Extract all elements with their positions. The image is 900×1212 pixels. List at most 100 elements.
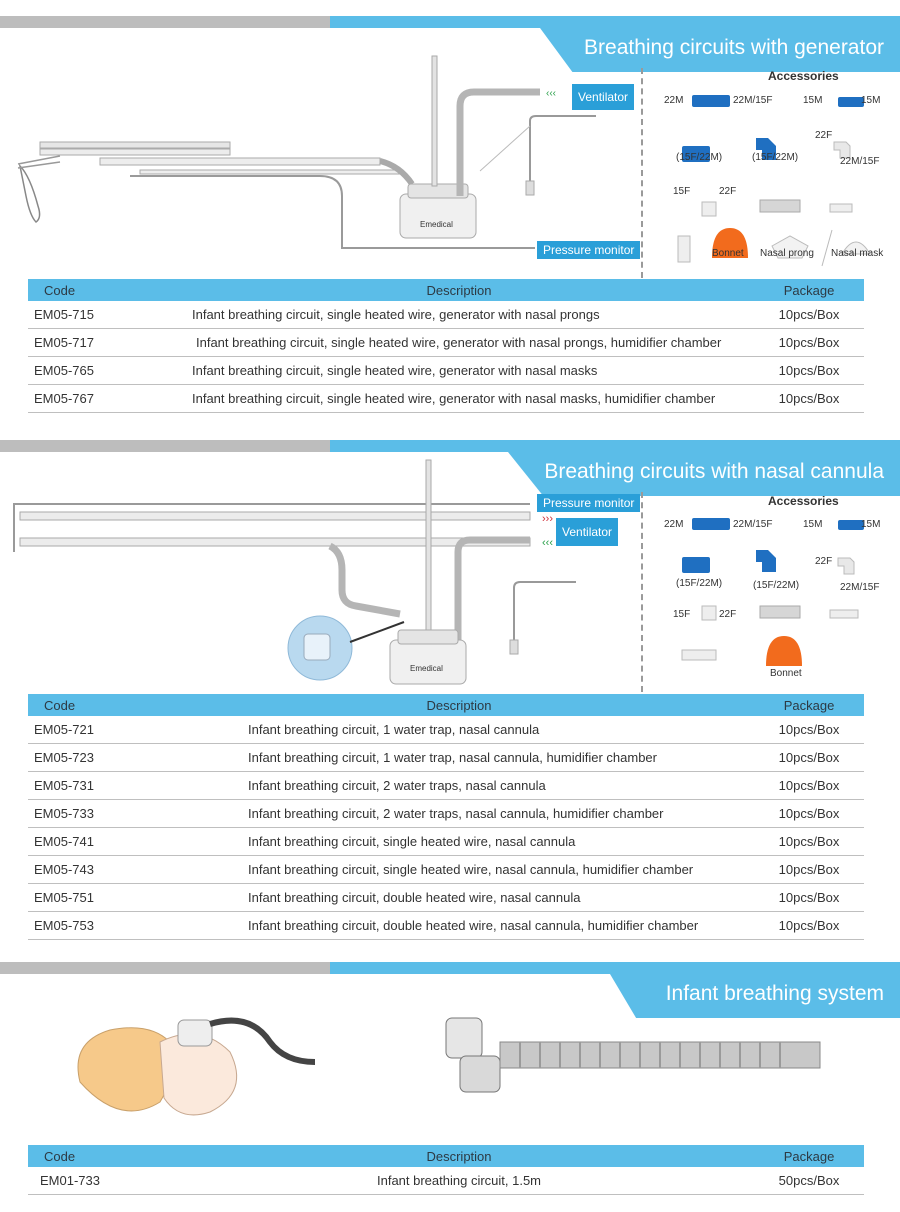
- section-title-tab: Breathing circuits with generator: [540, 28, 900, 72]
- cell-code: EM05-765: [28, 356, 164, 385]
- acc-15f: 15F: [673, 186, 691, 197]
- section-title: Breathing circuits with nasal cannula: [544, 460, 884, 483]
- circuit-diagram: ‹‹‹: [17, 55, 596, 249]
- cell-package: 10pcs/Box: [754, 384, 864, 413]
- cell-code: EM05-723: [28, 743, 164, 772]
- acc-22m-15f: 22M/15F: [733, 519, 773, 530]
- cell-description: Infant breathing circuit, single heated …: [164, 384, 754, 413]
- product-table-infant-system: Code Description Package EM01-733 Infant…: [28, 1145, 864, 1195]
- accessories-graphics: [677, 95, 871, 267]
- header-package: Package: [754, 694, 864, 716]
- infant-illustration: [77, 1017, 316, 1116]
- cell-package: 10pcs/Box: [754, 301, 864, 329]
- header-code: Code: [28, 1145, 164, 1167]
- cell-description: Infant breathing circuit, single heated …: [164, 301, 754, 329]
- acc-15m-b: 15M: [861, 519, 881, 530]
- section-title-tab: Infant breathing system: [610, 974, 900, 1018]
- cell-description: Infant breathing circuit, 2 water traps,…: [164, 799, 754, 828]
- table-row: EM05-731 Infant breathing circuit, 2 wat…: [28, 771, 864, 800]
- product-table-generator: Code Description Package EM05-715 Infant…: [28, 279, 864, 413]
- accessories-title: Accessories: [768, 69, 839, 83]
- acc-15m-a: 15M: [803, 95, 823, 106]
- header-description: Description: [164, 279, 754, 301]
- cell-package: 10pcs/Box: [754, 743, 864, 772]
- table-row: EM05-753 Infant breathing circuit, doubl…: [28, 911, 864, 940]
- cell-package: 50pcs/Box: [754, 1167, 864, 1195]
- header-bar-grey: [0, 962, 340, 974]
- acc-15m-b: 15M: [861, 95, 881, 106]
- cell-description: Infant breathing circuit, double heated …: [164, 911, 754, 940]
- acc-22m-15f: 22M/15F: [733, 95, 773, 106]
- acc-15f-22m-b: (15F/22M): [752, 152, 799, 163]
- breathing-circuit-illustration: [445, 1017, 821, 1093]
- acc-nasal-prong: Nasal prong: [760, 248, 814, 259]
- section-nasal-cannula: Breathing circuits with nasal cannula ››…: [0, 440, 900, 950]
- table-row: EM05-741 Infant breathing circuit, singl…: [28, 827, 864, 856]
- ventilator-label: Ventilator: [556, 518, 619, 546]
- svg-text:‹‹‹: ‹‹‹: [542, 537, 553, 549]
- divider-dashed: [641, 68, 643, 278]
- cell-package: 10pcs/Box: [754, 883, 864, 912]
- cell-description: Infant breathing circuit, single heated …: [164, 855, 754, 884]
- pressure-monitor-label: Pressure monitor: [537, 494, 641, 512]
- header-code: Code: [28, 279, 164, 301]
- header-package: Package: [754, 1145, 864, 1167]
- table-row: EM05-767 Infant breathing circuit, singl…: [28, 384, 864, 413]
- table-row: EM05-717 Infant breathing circuit, singl…: [28, 328, 864, 357]
- header-bar-grey: [0, 440, 340, 452]
- divider-dashed: [641, 492, 643, 692]
- header-package: Package: [754, 279, 864, 301]
- svg-text:‹‹‹: ‹‹‹: [546, 88, 556, 99]
- cell-description: Infant breathing circuit, single heated …: [164, 328, 754, 357]
- cell-package: 10pcs/Box: [754, 855, 864, 884]
- table-row: EM01-733 Infant breathing circuit, 1.5m …: [28, 1167, 864, 1195]
- brand-label: Emedical: [420, 220, 453, 229]
- circuit-diagram: ››› ‹‹‹: [13, 459, 576, 685]
- header-description: Description: [164, 694, 754, 716]
- table-row: EM05-743 Infant breathing circuit, singl…: [28, 855, 864, 884]
- cell-package: 10pcs/Box: [754, 827, 864, 856]
- cell-code: EM05-717: [28, 328, 164, 357]
- cell-package: 10pcs/Box: [754, 716, 864, 744]
- acc-22f-b: 22F: [719, 609, 737, 620]
- header-bar-grey: [0, 16, 340, 28]
- acc-15f-22m-b: (15F/22M): [753, 580, 800, 591]
- accessories-graphics: [681, 518, 864, 666]
- table-header-row: Code Description Package: [28, 1145, 864, 1167]
- brand-label: Emedical: [410, 664, 443, 673]
- cell-package: 10pcs/Box: [754, 328, 864, 357]
- table-row: EM05-723 Infant breathing circuit, 1 wat…: [28, 743, 864, 772]
- header-bar-blue: [330, 440, 900, 452]
- cell-package: 10pcs/Box: [754, 911, 864, 940]
- acc-nasal-mask: Nasal mask: [831, 248, 884, 259]
- table-row: EM05-721 Infant breathing circuit, 1 wat…: [28, 716, 864, 744]
- section-title: Breathing circuits with generator: [584, 36, 884, 59]
- header-bar-blue: [330, 962, 900, 974]
- cell-code: EM05-733: [28, 799, 164, 828]
- acc-22m-15f-b: 22M/15F: [840, 582, 880, 593]
- cell-code: EM01-733: [28, 1167, 164, 1195]
- cell-description: Infant breathing circuit, 1 water trap, …: [164, 743, 754, 772]
- cell-package: 10pcs/Box: [754, 799, 864, 828]
- acc-bonnet: Bonnet: [712, 248, 744, 259]
- table-row: EM05-751 Infant breathing circuit, doubl…: [28, 883, 864, 912]
- section-generator: Breathing circuits with generator ‹‹‹ Em…: [0, 16, 900, 426]
- cell-code: EM05-731: [28, 771, 164, 800]
- acc-22f: 22F: [815, 556, 833, 567]
- cell-code: EM05-715: [28, 301, 164, 329]
- cell-code: EM05-753: [28, 911, 164, 940]
- acc-bonnet: Bonnet: [770, 668, 802, 679]
- cell-description: Infant breathing circuit, single heated …: [164, 356, 754, 385]
- section-title-tab: Breathing circuits with nasal cannula: [508, 452, 900, 496]
- acc-22f-b: 22F: [719, 186, 737, 197]
- acc-22m-15f-b: 22M/15F: [840, 156, 880, 167]
- acc-15f: 15F: [673, 609, 691, 620]
- header-code: Code: [28, 694, 164, 716]
- svg-text:›››: ›››: [542, 513, 553, 525]
- acc-22f: 22F: [815, 130, 833, 141]
- section-title: Infant breathing system: [665, 982, 884, 1005]
- table-header-row: Code Description Package: [28, 279, 864, 301]
- cell-description: Infant breathing circuit, 2 water traps,…: [164, 771, 754, 800]
- acc-15f-22m-a: (15F/22M): [676, 578, 723, 589]
- cell-description: Infant breathing circuit, 1 water trap, …: [164, 716, 754, 744]
